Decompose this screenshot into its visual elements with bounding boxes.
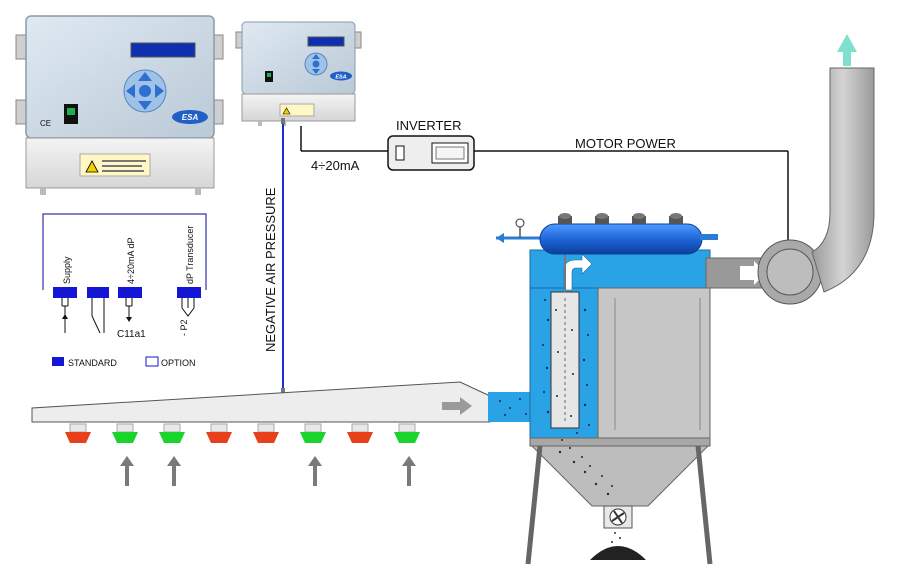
- air-tank: [496, 213, 718, 255]
- motor-power-label: MOTOR POWER: [575, 136, 676, 151]
- p2-label: - P2: [179, 319, 189, 336]
- up-arrow-icon: [167, 456, 181, 486]
- c11-label: C11a1: [117, 329, 146, 340]
- signal-wiring: [281, 118, 789, 394]
- terminal-supply: [53, 287, 77, 298]
- legend-standard-label: STANDARD: [68, 358, 117, 368]
- terminal-wiring-diagram: Supply 4÷20mA dP dP Transducer C11a1 - P…: [42, 213, 207, 340]
- nozzle-green: [159, 423, 185, 443]
- dust-collector: [488, 228, 713, 565]
- nozzle-green: [300, 423, 326, 443]
- pressure-gauge-icon: [515, 218, 525, 228]
- terminal-label-dp: dP Transducer: [185, 226, 195, 284]
- terminal-label-4-20ma: 4÷20mA dP: [126, 238, 136, 284]
- up-arrow-icon: [402, 456, 416, 486]
- dp-display: [307, 36, 345, 47]
- suction-duct: [31, 381, 491, 423]
- exhaust-up-arrow-icon: [837, 34, 857, 66]
- esa-small-logo: ESA: [335, 75, 346, 81]
- nozzle-red: [206, 423, 232, 443]
- nozzle-green: [112, 423, 138, 443]
- exhaust-fan: [705, 34, 875, 305]
- terminal-dp: [177, 287, 201, 298]
- legend-option-label: OPTION: [161, 358, 196, 368]
- nozzle-red: [65, 423, 91, 443]
- warning-small-icon: [282, 107, 291, 115]
- up-arrow-icon: [308, 456, 322, 486]
- main-controller: CE ESA: [15, 15, 224, 195]
- airflow-arrow-icon: [442, 397, 472, 415]
- dust-pile: [590, 546, 646, 560]
- terminal-4-20ma: [118, 287, 142, 298]
- nozzle-green: [394, 423, 420, 443]
- esa-logo: [172, 110, 208, 124]
- inverter-unit: [387, 135, 475, 171]
- nozzle-red: [253, 423, 279, 443]
- terminal-relay: [87, 287, 109, 298]
- up-arrow-icon: [120, 456, 134, 486]
- legend: STANDARD OPTION: [52, 356, 196, 368]
- direction-keypad: [123, 69, 167, 113]
- terminal-label-supply: Supply: [62, 256, 72, 284]
- esa-logo-text: ESA: [182, 113, 199, 122]
- negative-pressure-label: NEGATIVE AIR PRESSURE: [263, 187, 278, 352]
- signal-label: 4÷20mA: [311, 158, 360, 173]
- nozzle-row: [65, 423, 420, 443]
- nozzle-red: [347, 423, 373, 443]
- legend-standard-swatch: [52, 357, 64, 366]
- intake-arrows: [120, 456, 416, 486]
- controller-display: [130, 42, 196, 58]
- warning-icon: [85, 160, 99, 173]
- legend-option-swatch: [145, 356, 159, 367]
- inverter-label: INVERTER: [396, 118, 462, 133]
- ce-mark: CE: [40, 119, 51, 128]
- dp-controller: ESA: [235, 21, 362, 126]
